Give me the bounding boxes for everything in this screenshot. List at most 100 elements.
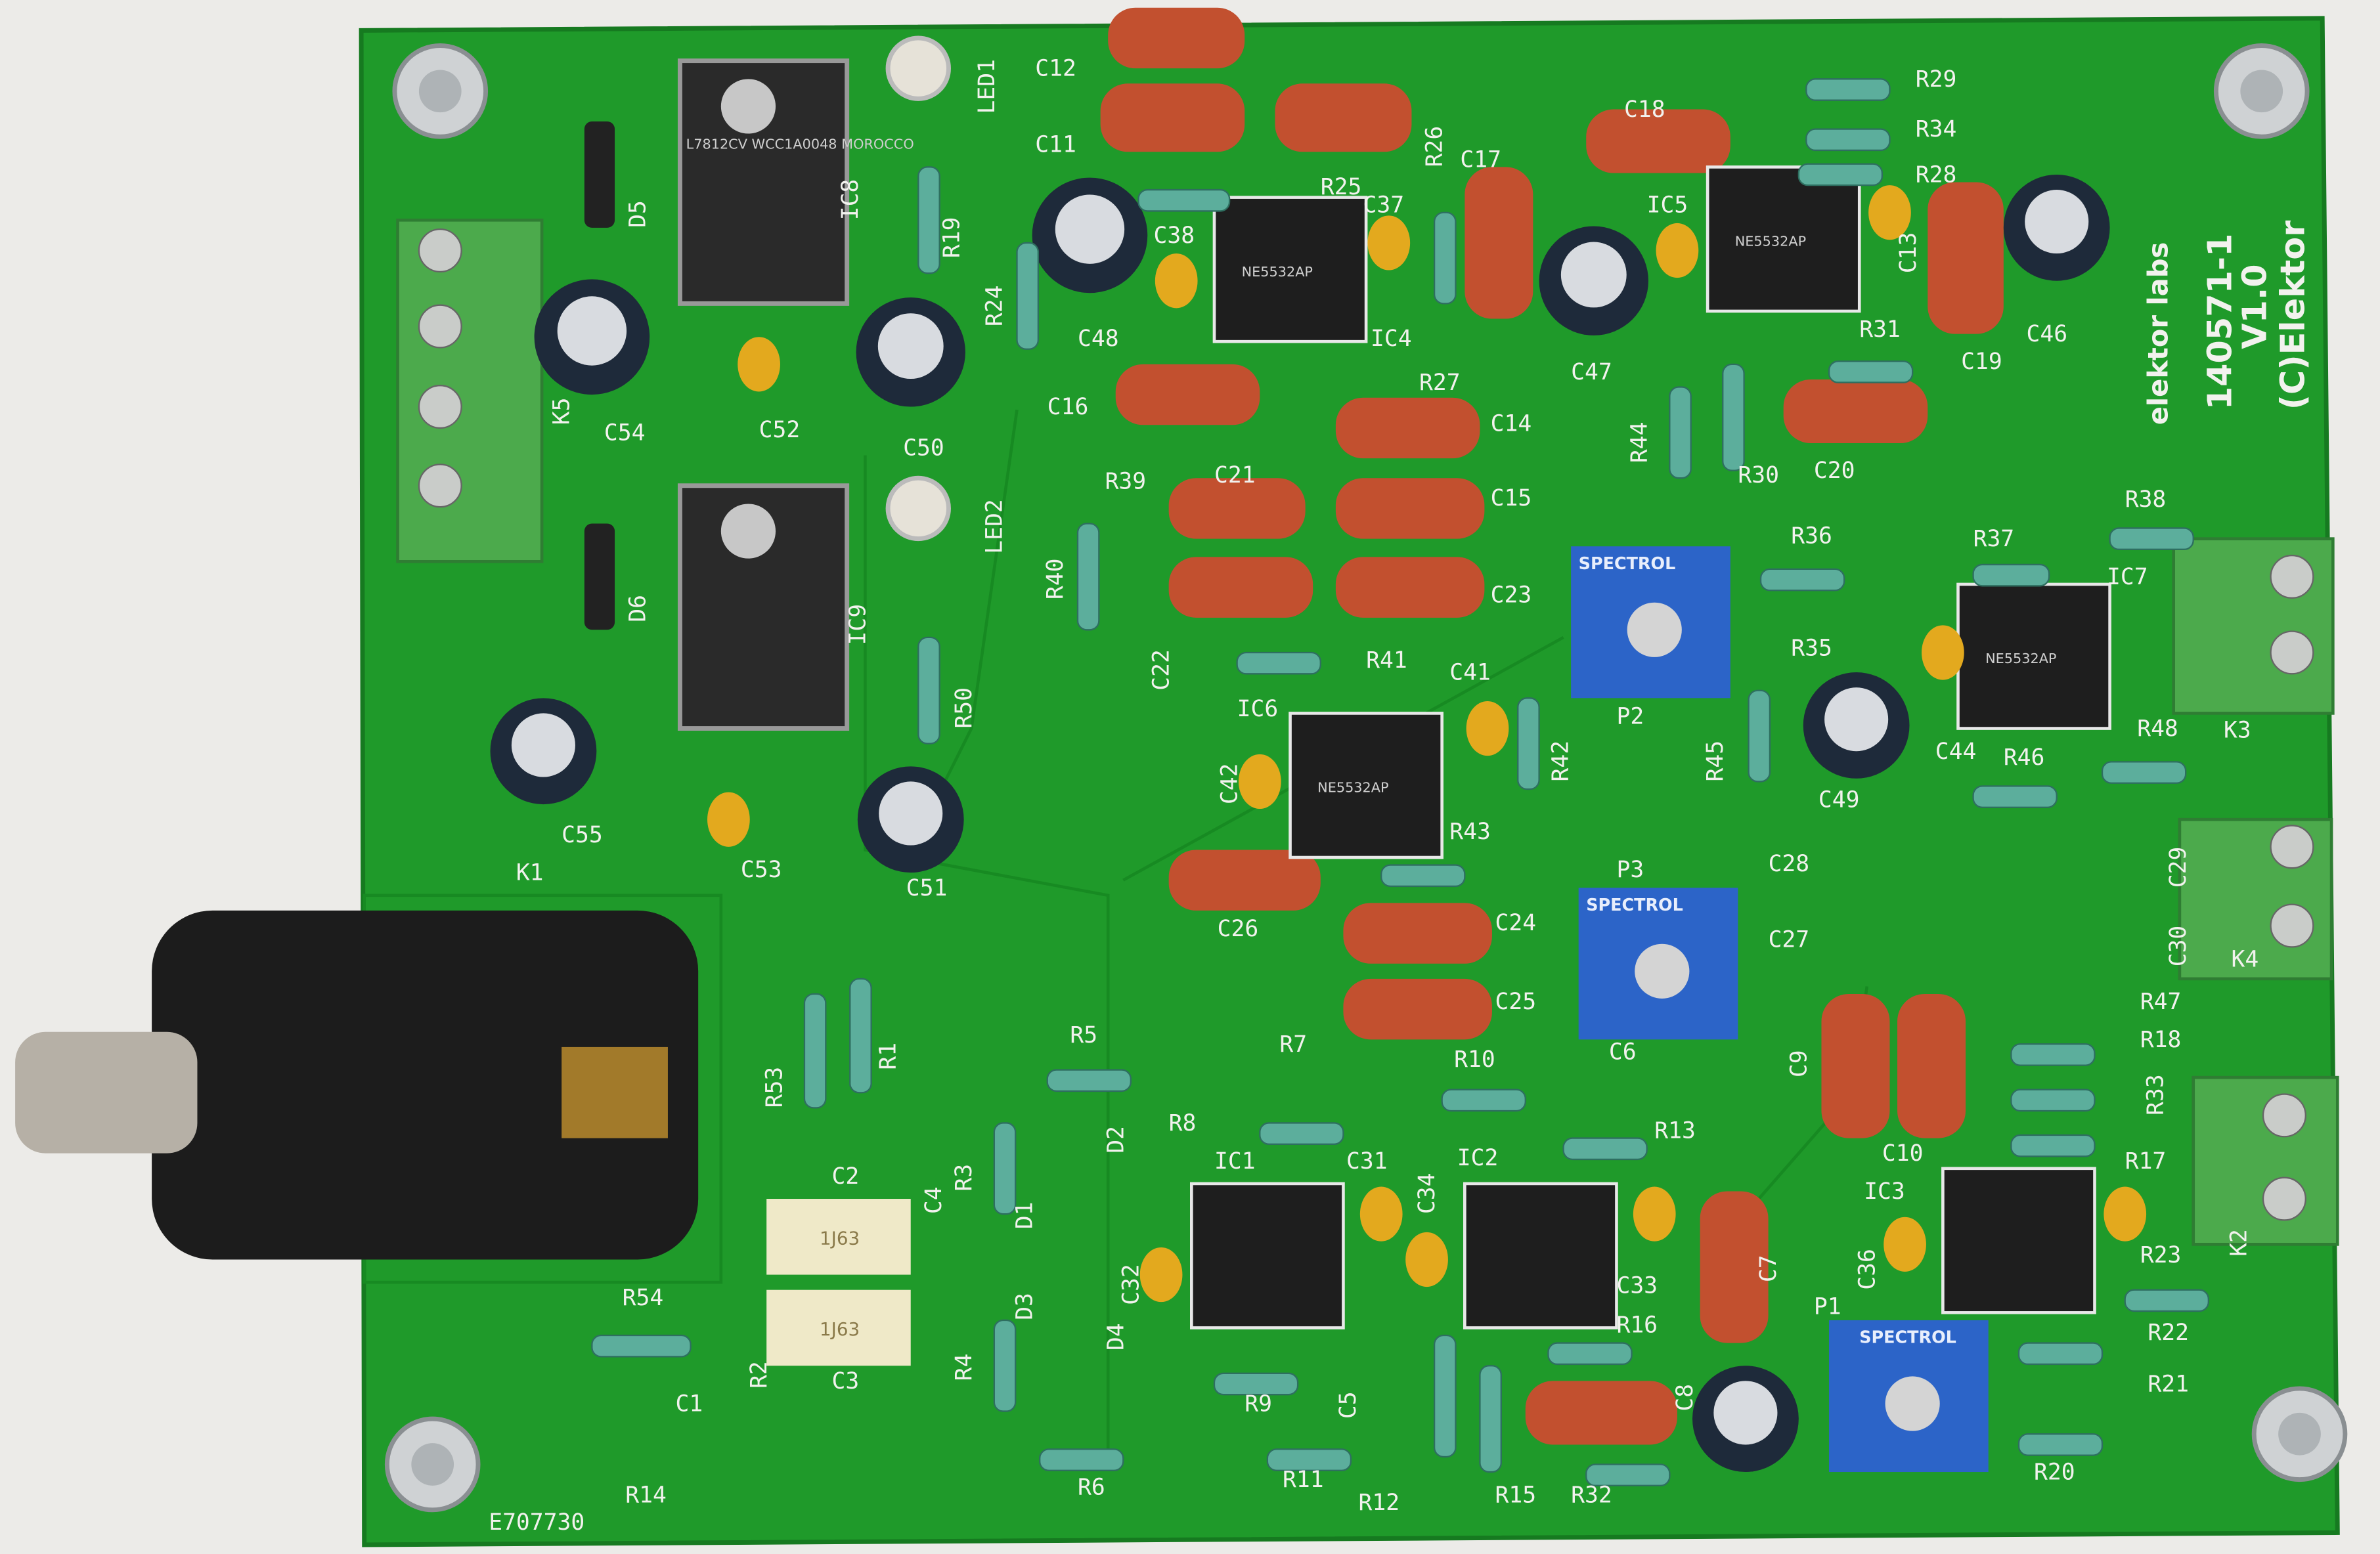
film-cap-value: 1J63 — [820, 1227, 860, 1249]
opamp-ic — [1941, 1167, 2096, 1314]
resistor — [1972, 785, 2058, 808]
component-label: C13 — [1895, 232, 1922, 274]
component-label: C29 — [2165, 847, 2192, 888]
serial-number: E707730 — [489, 1509, 584, 1536]
board-copyright: (C)Elektor — [2273, 221, 2312, 410]
resistor — [1797, 163, 1884, 186]
resistor — [1748, 689, 1771, 783]
resistor — [1433, 211, 1457, 305]
component-label: R33 — [2142, 1074, 2169, 1115]
ceramic-capacitor — [1868, 185, 1911, 240]
xlr-connector — [152, 910, 699, 1260]
terminal-block — [2192, 1075, 2339, 1246]
opamp-ic — [1289, 712, 1443, 859]
ceramic-capacitor — [1139, 1247, 1183, 1303]
component-label: C31 — [1346, 1148, 1388, 1175]
resistor — [1828, 360, 1914, 383]
component-label: R2 — [746, 1361, 772, 1389]
component-label: R6 — [1078, 1475, 1105, 1501]
board-part-number: 140571-1 — [2201, 234, 2239, 410]
film-capacitor — [1335, 397, 1480, 459]
component-label: C41 — [1449, 660, 1491, 686]
ceramic-capacitor — [1656, 223, 1699, 278]
resistor — [1805, 128, 1891, 152]
resistor — [803, 993, 827, 1109]
terminal-screw — [418, 385, 462, 429]
component-label: C22 — [1149, 649, 1175, 691]
component-label: C4 — [921, 1186, 947, 1214]
terminal-screw — [418, 464, 462, 508]
ceramic-capacitor — [707, 792, 750, 847]
ceramic-capacitor — [1884, 1217, 1926, 1272]
component-label: IC8 — [837, 179, 864, 221]
led — [885, 35, 951, 101]
trimmer-brand: SPECTROL — [1579, 553, 1676, 573]
component-label: C11 — [1035, 131, 1076, 158]
component-label: C26 — [1218, 916, 1259, 942]
ceramic-capacitor — [1633, 1186, 1676, 1241]
ic8-marking: L7812CV WCC1A0048 MOROCCO — [686, 137, 914, 152]
component-label: R29 — [1916, 66, 1957, 93]
component-label: C50 — [903, 435, 944, 462]
component-label: R24 — [981, 285, 1007, 326]
terminal-block — [396, 218, 544, 563]
trimmer-knob — [1885, 1376, 1940, 1431]
component-label: R46 — [2004, 745, 2045, 771]
screw-head — [411, 1443, 454, 1486]
component-label: C32 — [1118, 1264, 1144, 1305]
component-label: C48 — [1078, 326, 1119, 352]
screw-head — [418, 70, 462, 113]
component-label: R53 — [761, 1067, 787, 1108]
trimmer-knob — [1635, 943, 1690, 999]
component-label: IC7 — [2107, 564, 2148, 590]
component-label: R15 — [1495, 1482, 1537, 1508]
component-label: P3 — [1616, 857, 1644, 883]
ceramic-capacitor — [1405, 1232, 1448, 1287]
opamp-ic — [1212, 196, 1368, 343]
component-label: R1 — [875, 1043, 902, 1070]
component-label: R45 — [1702, 741, 1729, 782]
led — [885, 475, 951, 542]
component-label: IC9 — [845, 604, 871, 645]
component-label: R11 — [1283, 1467, 1324, 1493]
film-capacitor — [1821, 994, 1890, 1138]
component-label: IC1 — [1214, 1148, 1256, 1175]
component-label: IC2 — [1457, 1145, 1499, 1171]
component-label: C3 — [832, 1368, 860, 1394]
component-label: P2 — [1616, 704, 1644, 730]
component-label: R10 — [1454, 1047, 1495, 1073]
component-label: D3 — [1012, 1293, 1038, 1320]
component-label: IC5 — [1647, 192, 1688, 219]
film-capacitor — [1343, 903, 1492, 964]
regulator-bolt — [720, 504, 776, 559]
capacitor-top — [2025, 190, 2089, 254]
trimmer-knob — [1627, 602, 1682, 657]
component-label: C36 — [1854, 1249, 1880, 1290]
component-label: R36 — [1791, 523, 1832, 550]
component-label: IC6 — [1237, 696, 1279, 722]
terminal-screw — [418, 228, 462, 273]
component-label: C49 — [1818, 787, 1860, 813]
component-label: C19 — [1961, 349, 2002, 375]
component-label: C52 — [759, 417, 801, 443]
component-label: D1 — [1012, 1202, 1038, 1230]
resistor — [1547, 1342, 1633, 1366]
component-label: R9 — [1245, 1391, 1272, 1417]
component-label: C47 — [1571, 359, 1612, 385]
resistor — [1562, 1137, 1648, 1161]
resistor — [1076, 523, 1100, 631]
component-label: C55 — [562, 822, 603, 848]
component-label: C27 — [1769, 926, 1810, 953]
component-label: C33 — [1616, 1272, 1658, 1299]
component-label: R39 — [1105, 468, 1147, 494]
film-capacitor — [1465, 167, 1533, 319]
component-label: C12 — [1035, 56, 1076, 82]
component-label: R25 — [1321, 174, 1362, 200]
resistor — [1016, 242, 1040, 350]
resistor — [591, 1334, 692, 1358]
component-label: C23 — [1491, 582, 1532, 609]
regulator-bolt — [720, 79, 776, 134]
opamp-marking: NE5532AP — [1735, 234, 1806, 249]
film-capacitor — [1115, 364, 1260, 425]
